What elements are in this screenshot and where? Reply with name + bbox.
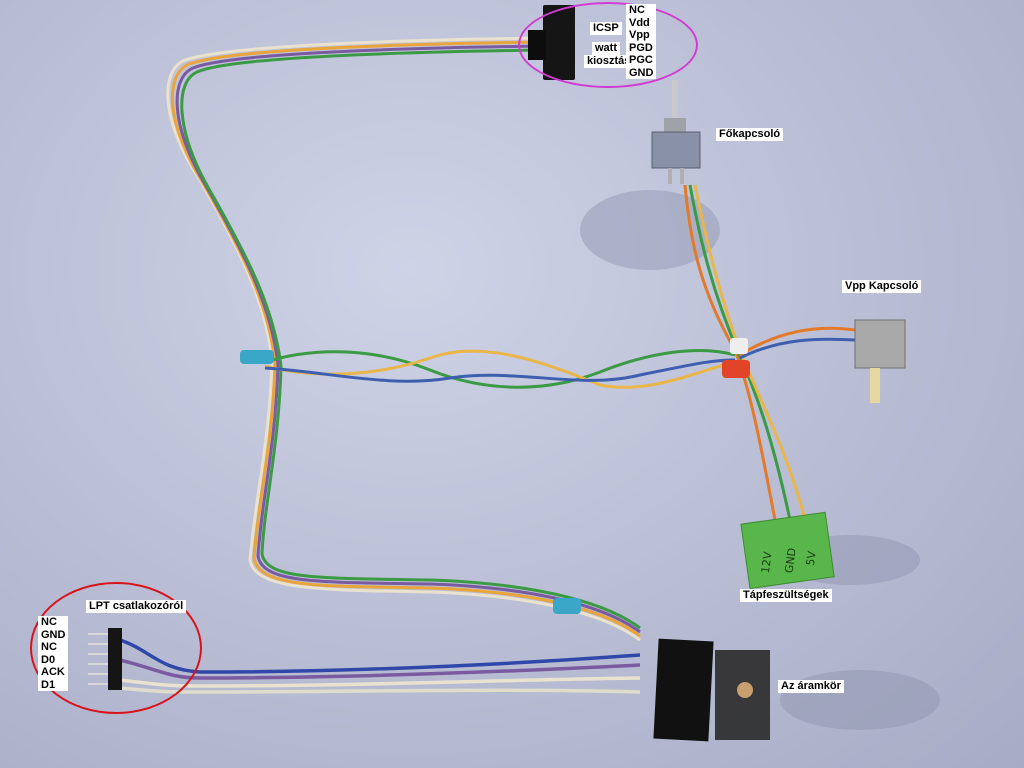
terminal-block [740,511,835,590]
main-switch-label: Főkapcsoló [716,128,784,141]
icsp-pin: PGD [629,41,653,54]
shadows [580,190,940,730]
circuit-board [653,638,770,742]
ribbon-cable-left [166,36,641,642]
terminal-label-5v: 5V [803,550,819,567]
lpt-pin: NC [41,641,57,653]
icsp-pin: GND [629,66,654,79]
vpp-switch [854,319,906,403]
cable-ties [240,338,750,614]
lpt-highlight-ring [30,582,202,714]
lpt-pin: D1 [41,678,56,691]
lpt-pin: D0 [41,653,56,666]
icsp-pin: PGC [629,54,653,66]
twisted-pair [264,349,736,389]
main-toggle-switch [651,80,701,184]
icsp-label: ICSP [590,22,622,35]
lpt-label: LPT csatlakozóról [86,600,187,613]
vpp-switch-label: Vpp Kapcsoló [842,280,922,293]
lpt-pin-list: NC GND NC D0 ACK D1 [38,616,69,691]
icsp-highlight-ring [518,2,698,88]
supply-voltages-label: Tápfeszültségek [740,589,832,602]
icsp-pin: NC [629,4,645,16]
circuit-label: Az áramkör [778,680,844,693]
lpt-pin: NC [41,616,57,628]
watt-label: watt [592,42,620,55]
icsp-pin: Vpp [629,29,650,41]
lpt-pin: ACK [41,666,65,678]
icsp-pin-list: NC Vdd Vpp PGD PGC GND [626,4,657,79]
icsp-pin: Vdd [629,16,650,29]
lpt-pin: GND [41,628,66,641]
kiosztas-label: kiosztás [584,55,634,68]
